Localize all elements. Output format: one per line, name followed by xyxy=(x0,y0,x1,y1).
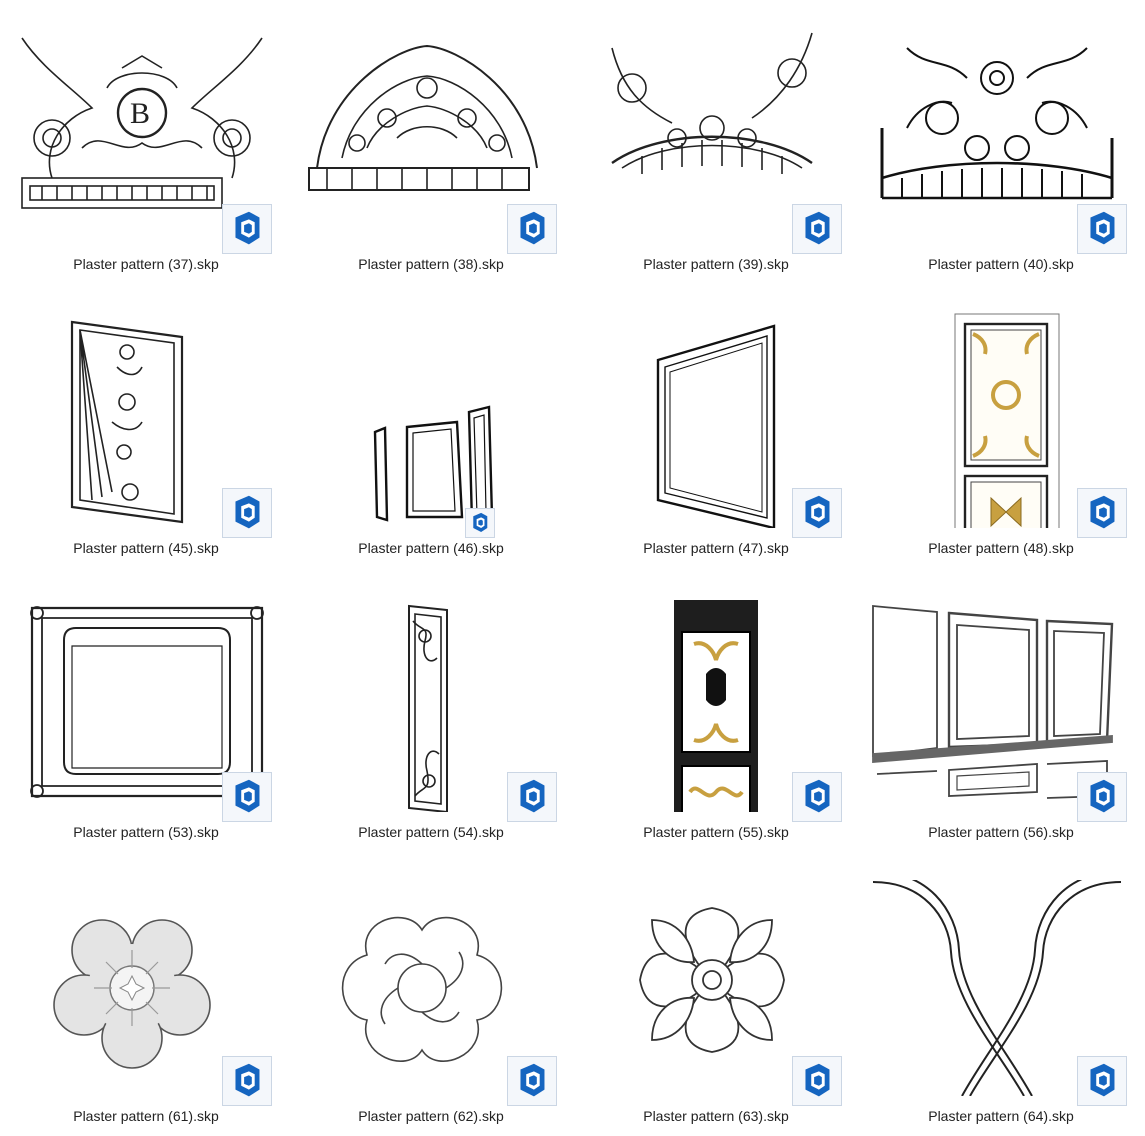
file-tile[interactable]: B Plaster pattern (37).skp xyxy=(0,0,284,284)
file-name-label: Plaster pattern (53).skp xyxy=(73,824,219,840)
sketchup-file-icon xyxy=(792,204,842,254)
sketchup-file-icon xyxy=(792,488,842,538)
file-tile[interactable]: Plaster pattern (45).skp xyxy=(0,284,284,568)
thumbnail-scroll-crest xyxy=(582,28,842,244)
file-name-label: Plaster pattern (56).skp xyxy=(928,824,1074,840)
file-name-label: Plaster pattern (39).skp xyxy=(643,256,789,272)
svg-text:B: B xyxy=(130,97,150,130)
thumbnail-panel-with-drape xyxy=(12,312,272,528)
file-tile[interactable]: Plaster pattern (38).skp xyxy=(285,0,569,284)
file-tile[interactable]: Plaster pattern (46).skp xyxy=(285,284,569,568)
sketchup-file-icon xyxy=(222,204,272,254)
file-tile[interactable]: Plaster pattern (64).skp xyxy=(855,852,1139,1136)
sketchup-file-icon xyxy=(507,1056,557,1106)
thumbnail-crossed-arches xyxy=(867,880,1127,1096)
file-name-label: Plaster pattern (54).skp xyxy=(358,824,504,840)
sketchup-file-icon xyxy=(222,488,272,538)
file-name-label: Plaster pattern (63).skp xyxy=(643,1108,789,1124)
file-name-label: Plaster pattern (47).skp xyxy=(643,540,789,556)
file-tile[interactable]: Plaster pattern (61).skp xyxy=(0,852,284,1136)
thumbnail-plain-frame xyxy=(582,312,842,528)
thumbnail-gilded-door-panel xyxy=(867,312,1127,528)
sketchup-file-icon xyxy=(222,772,272,822)
file-name-label: Plaster pattern (45).skp xyxy=(73,540,219,556)
file-tile[interactable]: Plaster pattern (56).skp xyxy=(855,568,1139,852)
file-tile[interactable]: Plaster pattern (63).skp xyxy=(570,852,854,1136)
file-name-label: Plaster pattern (37).skp xyxy=(73,256,219,272)
sketchup-file-icon xyxy=(1077,488,1127,538)
file-tile[interactable]: Plaster pattern (53).skp xyxy=(0,568,284,852)
file-name-label: Plaster pattern (55).skp xyxy=(643,824,789,840)
sketchup-file-icon xyxy=(507,204,557,254)
thumbnail-solid-rosette xyxy=(12,880,272,1096)
thumbnail-black-gilded-panel xyxy=(582,596,842,812)
sketchup-file-icon xyxy=(222,1056,272,1106)
file-name-label: Plaster pattern (46).skp xyxy=(358,540,504,556)
thumbnail-wrought-gate xyxy=(867,28,1127,244)
file-name-label: Plaster pattern (64).skp xyxy=(928,1108,1074,1124)
file-name-label: Plaster pattern (40).skp xyxy=(928,256,1074,272)
file-name-label: Plaster pattern (61).skp xyxy=(73,1108,219,1124)
thumbnail-arch-crest xyxy=(297,28,557,244)
thumbnail-frame-set xyxy=(297,312,557,528)
thumbnail-ornate-crest: B xyxy=(12,28,272,244)
sketchup-file-icon xyxy=(1077,204,1127,254)
sketchup-file-icon xyxy=(465,508,495,538)
file-name-label: Plaster pattern (62).skp xyxy=(358,1108,504,1124)
file-tile[interactable]: Plaster pattern (39).skp xyxy=(570,0,854,284)
file-tile[interactable]: Plaster pattern (40).skp xyxy=(855,0,1139,284)
file-tile[interactable]: Plaster pattern (55).skp xyxy=(570,568,854,852)
file-name-label: Plaster pattern (38).skp xyxy=(358,256,504,272)
file-tile[interactable]: Plaster pattern (62).skp xyxy=(285,852,569,1136)
sketchup-file-icon xyxy=(1077,1056,1127,1106)
thumbnail-outline-rosette xyxy=(297,880,557,1096)
file-tile[interactable]: Plaster pattern (48).skp xyxy=(855,284,1139,568)
sketchup-file-icon xyxy=(507,772,557,822)
file-name-label: Plaster pattern (48).skp xyxy=(928,540,1074,556)
sketchup-file-icon xyxy=(792,1056,842,1106)
sketchup-file-icon xyxy=(1077,772,1127,822)
file-tile[interactable]: Plaster pattern (54).skp xyxy=(285,568,569,852)
thumbnail-tall-ornate-panel xyxy=(297,596,557,812)
sketchup-file-icon xyxy=(792,772,842,822)
thumbnail-large-petal-rosette xyxy=(582,880,842,1096)
file-tile[interactable]: Plaster pattern (47).skp xyxy=(570,284,854,568)
